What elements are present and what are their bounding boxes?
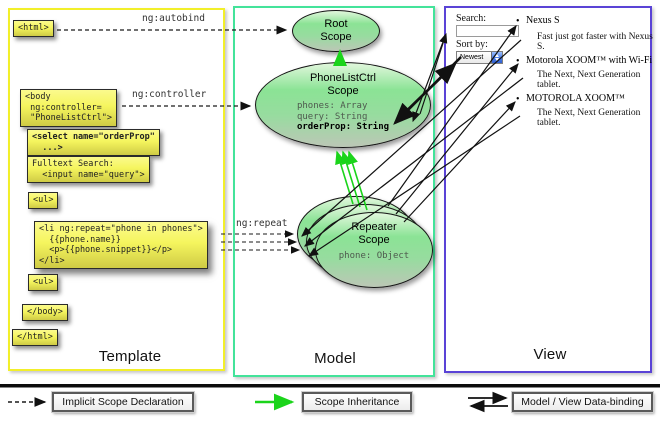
sort-dropdown-value: Newest — [460, 54, 484, 61]
phone-item-desc: The Next, Next Generation tablet. — [537, 108, 641, 128]
scope-prop-orderprop: orderProp: String — [296, 122, 390, 132]
code-fulltext-search: Fulltext Search: <input name="query"> — [27, 156, 150, 183]
repeater-scope-title: Repeater Scope — [351, 221, 397, 246]
code-html-open: <html> — [13, 20, 54, 37]
phone-item-title: Motorola XOOM™ with Wi-Fi — [526, 55, 653, 66]
ng-autobind-label: ng:autobind — [142, 13, 205, 24]
legend-implicit-scope-declaration: Implicit Scope Declaration — [51, 391, 195, 413]
code-ul-close: <ul> — [28, 274, 59, 291]
root-scope-title: Root Scope — [320, 18, 352, 43]
bullet-icon: • — [516, 16, 520, 27]
phonelistctrl-scope-ellipse: PhoneListCtrl Scope phones: Array query:… — [255, 62, 431, 148]
phone-item-title: MOTOROLA XOOM™ — [526, 93, 625, 104]
model-panel-title: Model — [314, 350, 356, 367]
code-select: <select name="orderProp" ...> — [27, 129, 160, 156]
search-input[interactable] — [456, 25, 519, 37]
dropdown-stepper-icon — [491, 52, 502, 63]
code-ul-open: <ul> — [28, 192, 59, 209]
ng-controller-label: ng:controller — [132, 89, 207, 100]
ng-repeat-label: ng:repeat — [236, 218, 288, 229]
legend-separator — [0, 384, 660, 388]
legend-model-view-data-binding: Model / View Data-binding — [511, 391, 654, 413]
code-body-open: <body ng:controller= "PhoneListCtrl"> — [20, 89, 117, 127]
phone-item-desc: The Next, Next Generation tablet. — [537, 70, 641, 90]
sort-dropdown[interactable]: Newest — [456, 51, 503, 64]
legend-scope-inheritance: Scope Inheritance — [301, 391, 413, 413]
sort-by-label: Sort by: — [456, 39, 488, 50]
phone-item-desc: Fast just got faster with Nexus S. — [537, 32, 653, 52]
scope-prop-query: query: String — [296, 111, 368, 122]
bullet-icon: • — [516, 94, 520, 105]
code-html-close: </html> — [12, 329, 58, 346]
code-body-close: </body> — [22, 304, 68, 321]
search-label: Search: — [456, 13, 486, 24]
code-li-repeat: <li ng:repeat="phone in phones"> {{phone… — [34, 221, 208, 269]
template-panel-title: Template — [98, 348, 162, 365]
scope-prop-phones: phones: Array — [296, 101, 368, 111]
view-panel-title: View — [533, 346, 567, 363]
phonelistctrl-scope-title: PhoneListCtrl Scope — [309, 72, 377, 97]
phone-item-title: Nexus S — [526, 15, 560, 26]
scope-prop-phone: phone: Object — [338, 251, 410, 261]
root-scope-ellipse: Root Scope — [292, 10, 380, 52]
repeater-scope-ellipse: Repeater Scope phone: Object — [315, 212, 433, 288]
bullet-icon: • — [516, 56, 520, 67]
